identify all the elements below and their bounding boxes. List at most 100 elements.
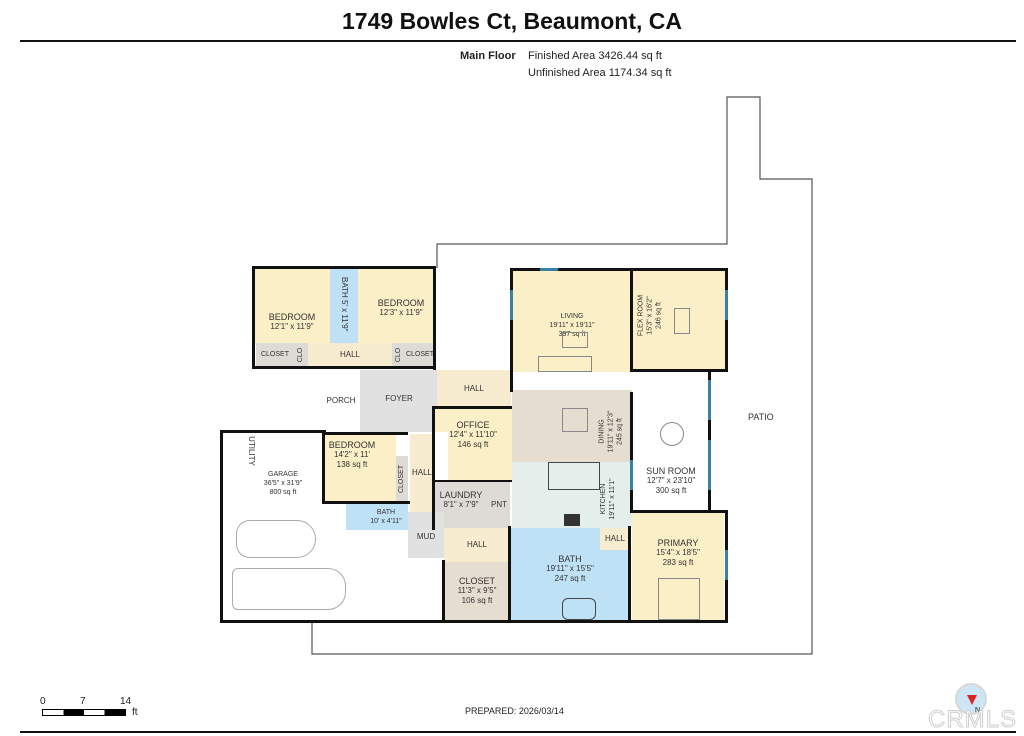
page-title: 1749 Bowles Ct, Beaumont, CA <box>342 8 682 34</box>
room-name: BEDROOM <box>268 312 316 322</box>
wall <box>252 266 436 269</box>
room-name: BATH <box>558 554 582 564</box>
room-pnt-1[interactable]: PNT <box>488 482 510 528</box>
bathtub-icon <box>562 598 596 620</box>
wall <box>630 369 728 372</box>
wall <box>432 406 435 530</box>
title-rule <box>20 40 1016 42</box>
room-name: BEDROOM <box>328 440 376 450</box>
dining-table-icon <box>562 408 588 432</box>
wall <box>630 268 633 372</box>
room-closet-a[interactable]: CLOSET <box>256 343 294 367</box>
room-name: GARAGE <box>268 471 298 478</box>
room-bath-2[interactable]: BATH 10' x 4'11" <box>346 502 408 530</box>
wall <box>252 266 255 368</box>
room-dims: 12'3" x 11'9" <box>379 308 423 317</box>
scale-tick-0: 0 <box>40 696 46 707</box>
bed-icon <box>658 578 700 620</box>
room-name: PRIMARY <box>657 538 699 548</box>
round-table-icon <box>660 422 684 446</box>
room-dims: 12'7" x 23'10" <box>646 476 696 485</box>
floor-label: Main Floor <box>460 50 516 62</box>
stove-icon <box>564 514 580 526</box>
wall <box>432 406 512 409</box>
room-name: BATH <box>376 509 396 516</box>
window <box>725 550 728 580</box>
room-hall-bath[interactable]: HALL <box>600 528 630 550</box>
wall <box>442 560 445 622</box>
compass-icon: N <box>955 683 987 715</box>
room-hall-top[interactable]: HALL <box>308 343 392 367</box>
room-dims: 10' x 4'11" <box>370 518 402 525</box>
coffee-table-icon <box>562 332 588 348</box>
window <box>540 268 558 271</box>
wall <box>725 268 728 372</box>
room-closet-b[interactable]: CLOSET <box>406 343 434 367</box>
room-dims: 14'2" x 11' <box>334 450 370 459</box>
room-area: 800 sq ft <box>269 489 297 496</box>
room-dims: 19'11" x 15'5" <box>546 564 594 573</box>
room-area: 397 sq ft <box>558 331 586 338</box>
room-clo-a[interactable]: CLO <box>294 343 308 367</box>
room-name: BATH <box>340 277 349 298</box>
room-dims: 5' x 11'9" <box>340 299 349 332</box>
window <box>708 440 711 490</box>
sofa-icon <box>538 356 592 372</box>
room-dims: 8'1" x 7'9" <box>443 500 479 509</box>
unfinished-area: Unfinished Area 1174.34 sq ft <box>528 67 672 79</box>
label-patio: PATIO <box>748 412 774 422</box>
room-name: CLOSET <box>458 576 495 586</box>
wall <box>432 480 512 482</box>
room-name: BEDROOM <box>377 298 425 308</box>
room-name: LAUNDRY <box>439 490 483 500</box>
finished-area: Finished Area 3426.44 sq ft <box>528 50 662 62</box>
room-closet-c[interactable]: CLOSET <box>396 456 408 502</box>
wall <box>322 432 325 504</box>
scale-unit: ft <box>132 707 138 718</box>
room-porch[interactable]: PORCH <box>322 370 360 434</box>
room-name: DINING <box>598 419 606 444</box>
wall <box>220 430 223 622</box>
room-dims: 19'11" x 11'1" <box>609 478 616 520</box>
room-name: SUN ROOM <box>646 466 696 476</box>
room-name: OFFICE <box>456 420 490 430</box>
wall <box>630 510 728 513</box>
wall <box>322 432 408 435</box>
island-icon <box>548 462 600 490</box>
room-area: 246 sq ft <box>655 302 663 329</box>
room-bath-1[interactable]: BATH 5' x 11'9" <box>330 268 358 343</box>
room-area: 146 sq ft <box>457 440 489 449</box>
room-area: 245 sq ft <box>616 418 624 445</box>
room-hall-mid[interactable]: HALL <box>437 370 511 408</box>
room-area: 283 sq ft <box>662 558 694 567</box>
room-mud[interactable]: MUD <box>408 512 444 558</box>
wall <box>510 268 728 271</box>
room-dims: 11'3" x 9'5" <box>457 586 497 595</box>
wall <box>433 266 436 370</box>
room-hall-low[interactable]: HALL <box>444 528 510 562</box>
room-clo-b[interactable]: CLO <box>392 343 406 367</box>
room-dims: 36'5" x 31'9" <box>263 480 303 487</box>
room-foyer[interactable]: FOYER <box>360 370 438 434</box>
room-area: 247 sq ft <box>554 574 586 583</box>
room-area: 138 sq ft <box>336 460 368 469</box>
wall <box>322 501 410 504</box>
car-icon <box>236 520 316 558</box>
compass-north-label: N <box>975 707 981 714</box>
prepared-date: PREPARED: 2026/03/14 <box>465 706 564 716</box>
room-name: LIVING <box>560 313 584 320</box>
scale-tick-7: 7 <box>80 696 86 707</box>
room-hall-side[interactable]: HALL <box>410 434 434 512</box>
